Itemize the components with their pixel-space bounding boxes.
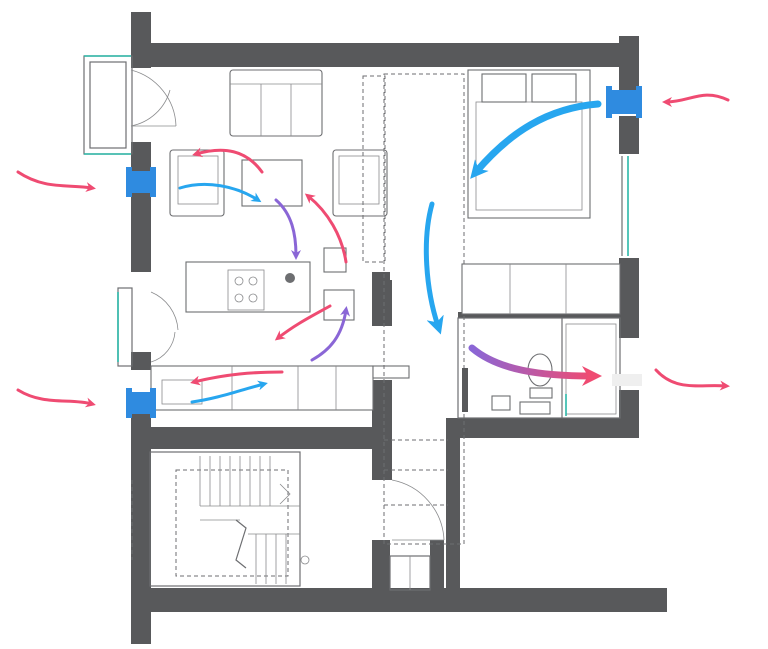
pink-arrow-icon	[190, 370, 284, 386]
pink-arrow-icon	[16, 388, 96, 408]
vent-icon	[126, 167, 156, 197]
balcony-lower	[117, 287, 179, 367]
living-room	[150, 69, 410, 411]
pink-arrow-icon	[662, 93, 730, 107]
exhaust-grille	[612, 374, 642, 386]
outside-air-arrows	[16, 93, 730, 408]
staircase	[131, 451, 310, 587]
pink-arrow-icon	[654, 368, 730, 391]
corridor	[362, 73, 465, 591]
blue-arrow-icon	[190, 380, 268, 404]
vent-icon	[606, 86, 642, 118]
pink-arrow-icon	[304, 193, 348, 264]
balcony-upper	[83, 55, 177, 155]
internal-air-flow	[178, 100, 602, 404]
bathroom	[457, 317, 621, 419]
vent-icon	[126, 388, 156, 418]
blue-arrow-icon	[178, 182, 262, 203]
blue-arrow-icon	[423, 201, 444, 335]
mixed-arrow-icon	[468, 344, 602, 386]
walls	[131, 12, 667, 644]
purple-arrow-icon	[310, 306, 351, 362]
wall-vents	[126, 86, 642, 418]
blue-arrow-icon	[470, 100, 602, 179]
pink-arrow-icon	[16, 170, 96, 192]
bedroom	[461, 69, 629, 315]
pink-arrow-icon	[192, 147, 264, 174]
pink-arrow-icon	[274, 304, 332, 341]
purple-arrow-icon	[274, 198, 301, 260]
